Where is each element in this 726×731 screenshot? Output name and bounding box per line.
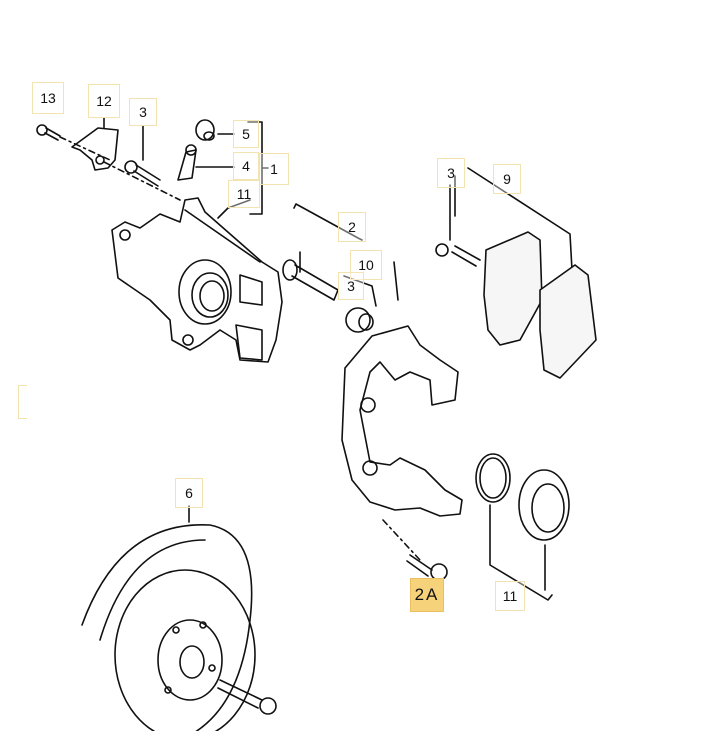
- dust-cap-5-drawing: [195, 119, 235, 141]
- part-label-13[interactable]: 13: [32, 82, 64, 114]
- part-label-9[interactable]: 9: [493, 164, 521, 194]
- caliper-drawing: [111, 197, 283, 363]
- part-label-3-pin[interactable]: 3: [338, 272, 364, 300]
- piston-seals-drawing: [475, 453, 570, 601]
- bolt-3-upper-drawing: [124, 125, 161, 187]
- bracket-12-drawing: [71, 117, 181, 201]
- carrier-drawing: [341, 325, 463, 561]
- highlight-marker: [18, 385, 27, 419]
- part-label-6[interactable]: 6: [175, 478, 203, 508]
- part-label-3-bolt[interactable]: 3: [129, 98, 157, 126]
- guide-pin-drawing: [282, 203, 399, 333]
- bolt-13-drawing: [36, 124, 111, 161]
- part-label-2A-highlighted[interactable]: 2A: [410, 578, 444, 612]
- part-label-2[interactable]: 2: [338, 212, 366, 242]
- part-label-5[interactable]: 5: [233, 120, 259, 148]
- part-label-11-seals[interactable]: 11: [495, 581, 525, 611]
- brake-disc-drawing: [81, 505, 277, 731]
- bleeder-4-drawing: [177, 144, 235, 181]
- part-label-3-pads[interactable]: 3: [437, 158, 465, 188]
- part-label-4[interactable]: 4: [233, 152, 259, 180]
- part-label-12[interactable]: 12: [88, 84, 120, 118]
- part-label-10[interactable]: 10: [350, 250, 382, 280]
- brake-pads-drawing: [435, 167, 597, 379]
- bolt-2A-drawing: [406, 554, 448, 581]
- part-label-1[interactable]: 1: [259, 153, 289, 185]
- part-label-11-caliper[interactable]: 11: [228, 180, 260, 208]
